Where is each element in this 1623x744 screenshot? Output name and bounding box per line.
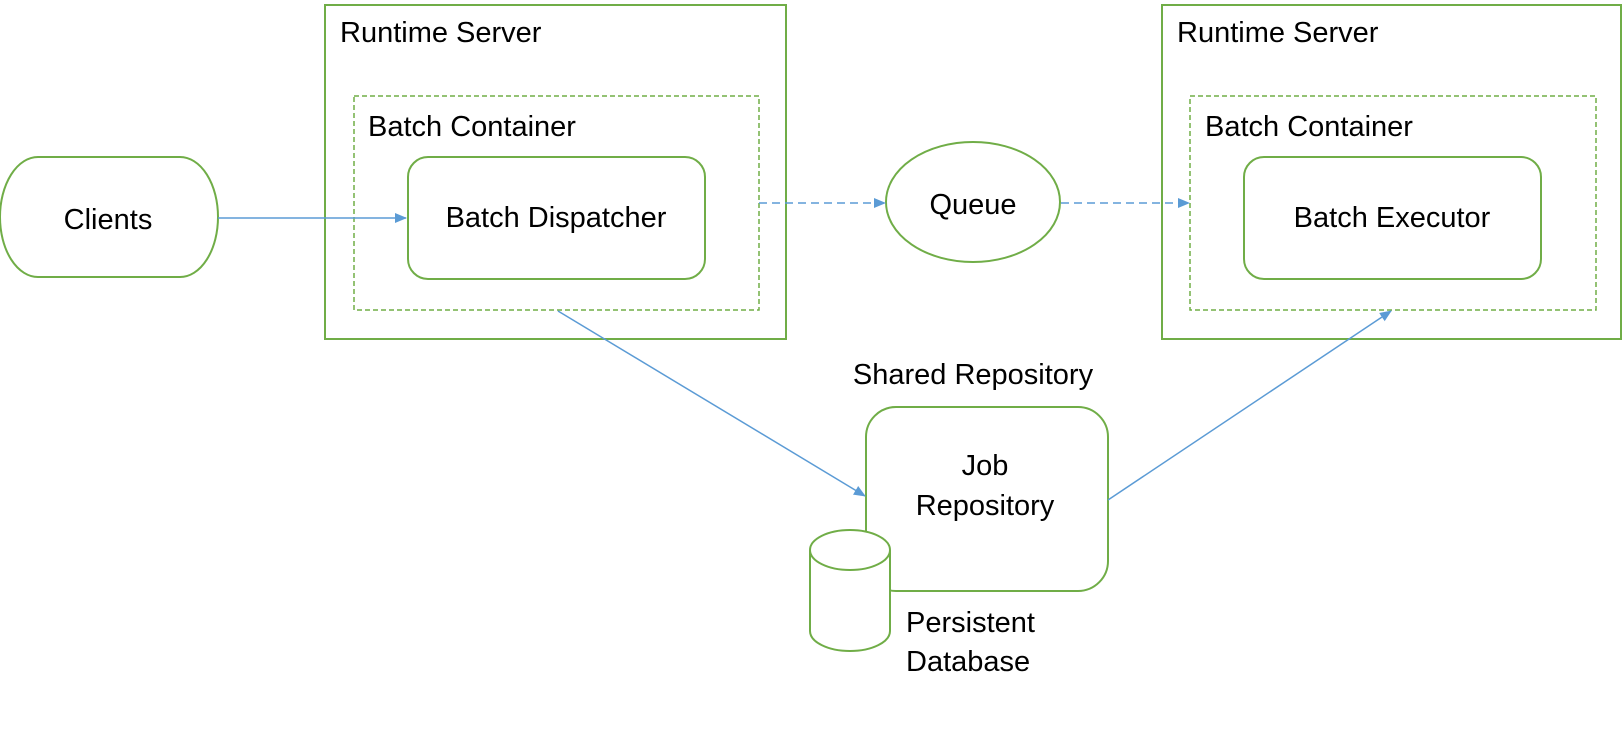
job-repository-label-line2: Repository [916,490,1055,522]
persistent-database-label-line1: Persistent [906,607,1035,639]
batch-executor-label: Batch Executor [1294,202,1491,234]
database-icon [809,529,891,652]
runtime-server-right-box [1161,4,1622,340]
batch-executor-box[interactable] [1243,156,1542,280]
runtime-server-left: Runtime Server Batch Container Batch Dis… [324,4,787,340]
batch-dispatcher-label: Batch Dispatcher [446,202,667,234]
batch-container-left-title: Batch Container [368,111,576,143]
queue-node[interactable]: Queue [885,141,1061,263]
batch-container-right-title: Batch Container [1205,111,1413,143]
queue-label: Queue [929,189,1016,221]
runtime-server-right-title: Runtime Server [1177,17,1379,49]
batch-container-right: Batch Container [1189,95,1597,311]
clients-node[interactable]: Clients [0,156,219,278]
clients-label: Clients [64,204,153,236]
job-repository-label-line1: Job [962,450,1009,482]
arrow-repository-to-executor [1107,310,1392,501]
batch-dispatcher-box[interactable] [407,156,706,280]
queue-shape[interactable] [885,141,1061,263]
persistent-database-label-line2: Database [906,646,1030,678]
clients-shape[interactable] [0,156,219,278]
batch-executor-node[interactable]: Batch Executor [1243,156,1542,280]
batch-dispatcher-node[interactable]: Batch Dispatcher [407,156,706,280]
runtime-server-left-box [324,4,787,340]
runtime-server-left-title: Runtime Server [340,17,542,49]
runtime-server-right: Runtime Server Batch Container Batch Exe… [1161,4,1622,340]
database-cylinder-body [809,550,891,652]
job-repository-node[interactable]: Job Repository [865,406,1109,592]
arrow-dispatcher-to-repository [557,310,866,497]
shared-repository-label: Shared Repository [853,359,1094,391]
batch-container-left: Batch Container [353,95,760,311]
database-cylinder-top [809,529,891,571]
job-repository-box[interactable] [865,406,1109,592]
batch-container-right-box [1189,95,1597,311]
